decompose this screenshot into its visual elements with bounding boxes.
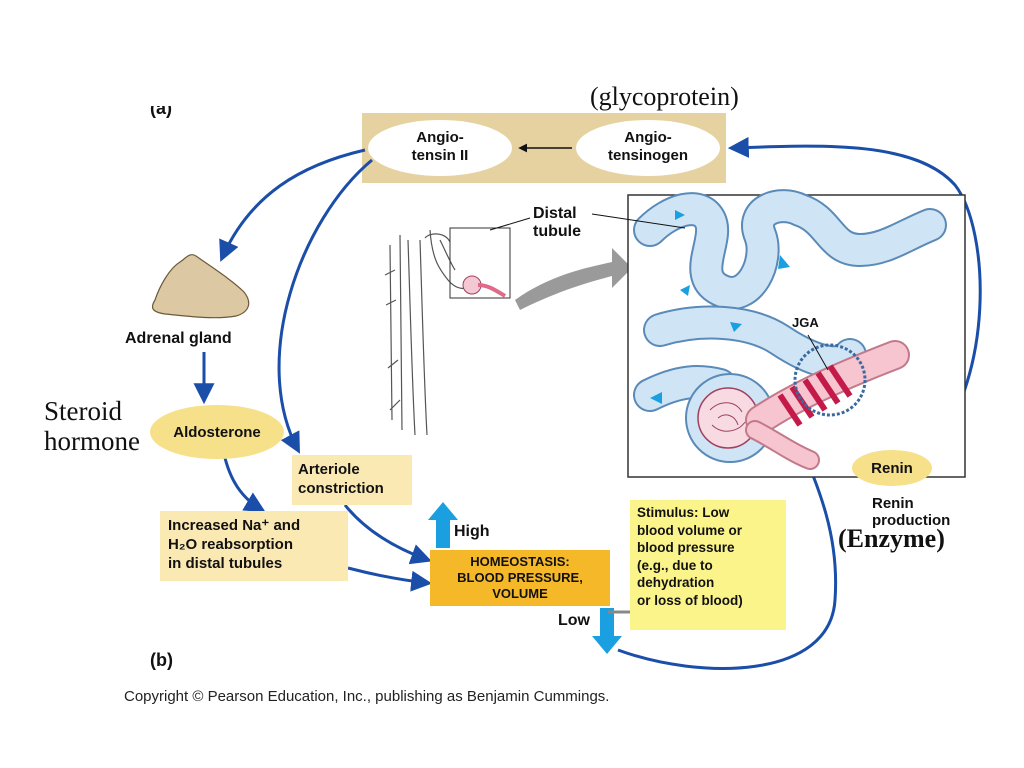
homeostasis-line3: VOLUME (492, 586, 548, 601)
adrenal-gland-shape (151, 254, 250, 319)
aldosterone-text: Aldosterone (173, 423, 261, 441)
high-arrow (428, 502, 458, 548)
flow-arrow-1 (675, 210, 685, 220)
flow-arrow-5 (650, 392, 662, 404)
stimulus-line6: or loss of blood) (637, 592, 743, 608)
homeostasis-line2: BLOOD PRESSURE, (457, 570, 583, 585)
reabsorption-line3: in distal tubules (168, 555, 283, 572)
arteriole-constriction-box: Arteriole constriction (292, 455, 412, 505)
angiotensinogen-line2: tensinogen (607, 147, 688, 164)
renin-production-label: Renin production (872, 495, 950, 530)
enzyme-note: (Enzyme) (838, 524, 945, 553)
jga-label: JGA (792, 315, 819, 330)
tubule-drawing (633, 189, 947, 463)
homeostasis-line1: HOMEOSTASIS: (470, 554, 570, 569)
stimulus-line4: (e.g., due to (637, 557, 713, 573)
homeostasis-box: HOMEOSTASIS: BLOOD PRESSURE, VOLUME (430, 550, 610, 606)
nephron-zoom-box (449, 227, 511, 299)
adrenal-gland-label: Adrenal gland (125, 330, 232, 347)
copyright-text: Copyright © Pearson Education, Inc., pub… (124, 688, 610, 705)
panel-b-label: (b) (150, 650, 173, 670)
distal-pointer-right (591, 213, 686, 229)
renin-production-line1: Renin (872, 495, 914, 512)
distal-line1: Distal (533, 205, 577, 222)
arrow-angiotensin-to-arteriole (277, 158, 373, 454)
angiotensin-ii-oval: Angio- tensin II (368, 120, 512, 176)
flow-arrow-3 (778, 255, 790, 269)
arteriole-line1: Arteriole (298, 461, 360, 478)
stimulus-line3: blood pressure (637, 540, 735, 555)
flow-arrow-4 (730, 322, 742, 332)
renin-production-line2: production (872, 512, 951, 530)
glycoprotein-note: (glycoprotein) (590, 82, 739, 111)
steroid-line1: Steroid (44, 396, 122, 426)
steroid-line2: hormone (44, 426, 140, 457)
distal-pointer-left (489, 217, 531, 231)
low-label: Low (558, 612, 590, 629)
zoom-arrow (515, 248, 632, 310)
high-label: High (454, 523, 490, 540)
stimulus-line1-rest: Low (698, 505, 730, 520)
aldosterone-oval: Aldosterone (150, 405, 284, 459)
arrow-reabsorption-to-homeostasis (347, 566, 433, 592)
angiotensin-ii-line1: Angio- (416, 129, 464, 146)
renin-oval: Renin (852, 450, 932, 486)
reabsorption-line2: H₂O reabsorption (168, 536, 294, 553)
reabsorption-line1: Increased Na⁺ and (168, 517, 301, 534)
distal-tubule-label: Distal tubule (533, 205, 581, 242)
stimulus-line2: blood volume or (637, 522, 743, 538)
angiotensinogen-line1: Angio- (624, 129, 672, 146)
angiotensinogen-oval: Angio- tensinogen (576, 120, 720, 176)
steroid-hormone-note: Steroid hormone (44, 396, 140, 456)
low-arrow (592, 608, 622, 654)
stimulus-box: Stimulus: Low blood volume or blood pres… (630, 500, 786, 630)
arrow-low-to-jga (617, 416, 838, 670)
stimulus-line1: Stimulus: Low (637, 504, 779, 522)
nephron-sketch (384, 229, 479, 436)
jga-cells (777, 364, 853, 427)
arrow-renin-to-angiotensinogen (727, 136, 982, 456)
reabsorption-box: Increased Na⁺ and H₂O reabsorption in di… (160, 511, 348, 581)
panel-a-label: (a) (150, 98, 172, 118)
arrow-arteriole-to-homeostasis (343, 504, 432, 565)
jga-pointer (807, 334, 829, 371)
jga-ring (793, 343, 867, 417)
arteriole-line2: constriction (298, 480, 384, 497)
efferent-vessel-inner (747, 422, 818, 468)
stimulus-line5: dehydration (637, 575, 715, 590)
nephron-vessel (477, 283, 507, 298)
renin-text: Renin (871, 459, 913, 477)
stimulus-title: Stimulus: (637, 505, 699, 520)
arrow-angiotensin-to-adrenal (219, 148, 366, 262)
distal-line2: tubule (533, 223, 581, 241)
angiotensin-ii-line2: tensin II (411, 147, 469, 164)
flow-arrow-2 (680, 285, 690, 296)
arrow-aldosterone-to-reabsorption (223, 457, 266, 513)
